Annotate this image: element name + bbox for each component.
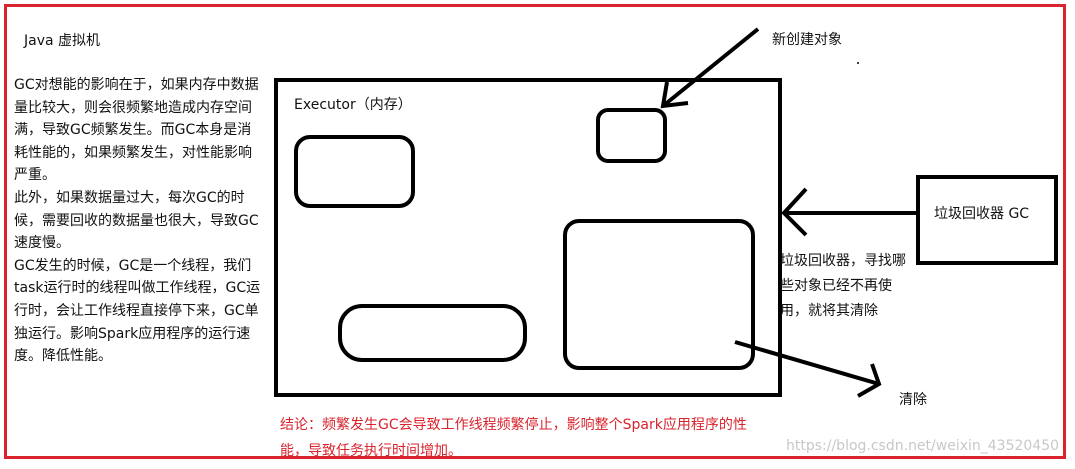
paragraph-line: task运行时的线程叫做工作线程，GC运 bbox=[14, 280, 261, 297]
new-object-arrow bbox=[660, 27, 760, 109]
paragraph-line: 候，需要回收的数据量也很大，导致GC bbox=[14, 212, 259, 229]
new-memory-object bbox=[596, 108, 667, 163]
conclusion-text: 结论：频繁发生GC会导致工作线程频繁停止，影响整个Spark应用程序的性 能，导… bbox=[280, 412, 747, 464]
watermark: https://blog.csdn.net/weixin_43520450 bbox=[786, 438, 1060, 454]
paragraph-line: 严重。 bbox=[14, 167, 56, 184]
jvm-frame bbox=[4, 4, 1066, 459]
gc-impact-paragraph: GC对想能的影响在于，如果内存中数据 量比较大，则会很频繁地造成内存空间 满，导… bbox=[14, 74, 276, 368]
paragraph-line: 速度慢。 bbox=[14, 235, 70, 252]
clear-label: 清除 bbox=[899, 392, 927, 408]
memory-object-wide bbox=[338, 304, 527, 362]
conclusion-line: 能，导致任务执行时间增加。 bbox=[280, 443, 462, 459]
gc-arrow bbox=[781, 187, 918, 237]
gc-box bbox=[916, 175, 1058, 265]
paragraph-line: GC对想能的影响在于，如果内存中数据 bbox=[14, 77, 259, 93]
gc-description-line: 用，就将其清除 bbox=[780, 303, 878, 319]
conclusion-line: 结论：频繁发生GC会导致工作线程频繁停止，影响整个Spark应用程序的性 bbox=[280, 417, 747, 433]
gc-box-label: 垃圾回收器 GC bbox=[934, 206, 1030, 222]
executor-box bbox=[274, 78, 782, 397]
paragraph-line: 行时，会让工作线程直接停下来，GC单 bbox=[14, 302, 259, 319]
gc-description-line: 垃圾回收器，寻找哪 bbox=[780, 253, 906, 269]
jvm-title: Java 虚拟机 bbox=[24, 33, 101, 49]
paragraph-line: 量比较大，则会很频繁地造成内存空间 bbox=[14, 99, 252, 116]
gc-description: 垃圾回收器，寻找哪 些对象已经不再使 用，就将其清除 bbox=[780, 249, 906, 324]
stray-dot bbox=[857, 62, 859, 64]
memory-object bbox=[294, 135, 415, 208]
paragraph-line: 满，导致GC频繁发生。而GC本身是消 bbox=[14, 122, 252, 139]
paragraph-line: GC发生的时候，GC是一个线程，我们 bbox=[14, 257, 252, 274]
memory-object-large bbox=[563, 219, 755, 370]
clear-arrow bbox=[734, 340, 882, 398]
new-object-label: 新创建对象 bbox=[772, 32, 842, 48]
paragraph-line: 度。降低性能。 bbox=[14, 348, 112, 365]
paragraph-line: 此外，如果数据量过大，每次GC的时 bbox=[14, 189, 245, 206]
paragraph-line: 耗性能的，如果频繁发生，对性能影响 bbox=[14, 144, 252, 161]
paragraph-line: 独运行。影响Spark应用程序的运行速 bbox=[14, 325, 251, 342]
executor-label: Executor（内存） bbox=[294, 97, 412, 113]
gc-description-line: 些对象已经不再使 bbox=[780, 278, 892, 294]
